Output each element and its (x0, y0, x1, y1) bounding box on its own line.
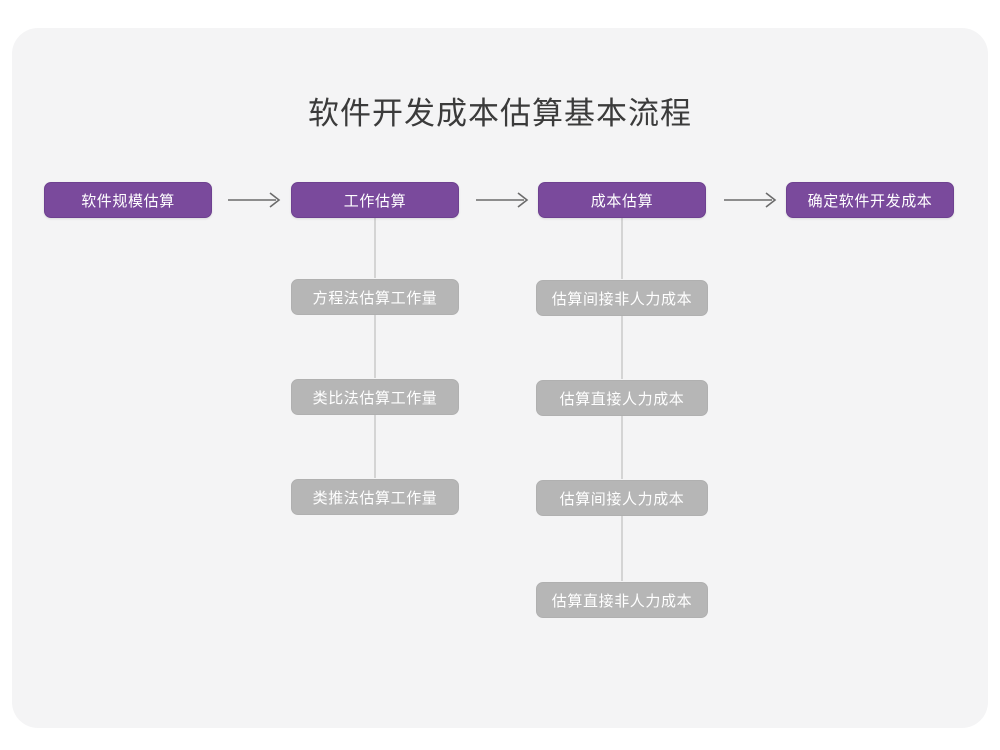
connector-line-stage-3-b (621, 316, 623, 379)
substep-node-equation-method-workload[interactable]: 方程法估算工作量 (291, 279, 459, 315)
substep-node-indirect-non-labor-cost[interactable]: 估算间接非人力成本 (536, 280, 708, 316)
arrow-right-icon (724, 192, 777, 208)
connector-line-stage-3-d (621, 516, 623, 581)
connector-line-stage-3-c (621, 416, 623, 479)
page-title: 软件开发成本估算基本流程 (308, 96, 692, 131)
arrow-stage-1-to-stage-2 (228, 188, 284, 212)
connector-line-stage-2-c (374, 415, 376, 478)
arrow-stage-3-to-stage-4 (724, 188, 780, 212)
stage-node-work-estimation[interactable]: 工作估算 (291, 182, 459, 218)
connector-line-stage-2-a (374, 218, 376, 278)
substep-node-analogy-method-workload[interactable]: 类比法估算工作量 (291, 379, 459, 415)
substep-node-direct-non-labor-cost[interactable]: 估算直接非人力成本 (536, 582, 708, 618)
stage-node-cost-estimation[interactable]: 成本估算 (538, 182, 706, 218)
arrow-stage-2-to-stage-3 (476, 188, 532, 212)
connector-line-stage-3-a (621, 218, 623, 279)
connector-line-stage-2-b (374, 315, 376, 378)
stage-node-software-scale-estimation[interactable]: 软件规模估算 (44, 182, 212, 218)
stage-node-determine-development-cost[interactable]: 确定软件开发成本 (786, 182, 954, 218)
arrow-right-icon (228, 192, 281, 208)
arrow-right-icon (476, 192, 529, 208)
diagram-card (12, 28, 988, 728)
substep-node-inference-method-workload[interactable]: 类推法估算工作量 (291, 479, 459, 515)
substep-node-direct-labor-cost[interactable]: 估算直接人力成本 (536, 380, 708, 416)
substep-node-indirect-labor-cost[interactable]: 估算间接人力成本 (536, 480, 708, 516)
